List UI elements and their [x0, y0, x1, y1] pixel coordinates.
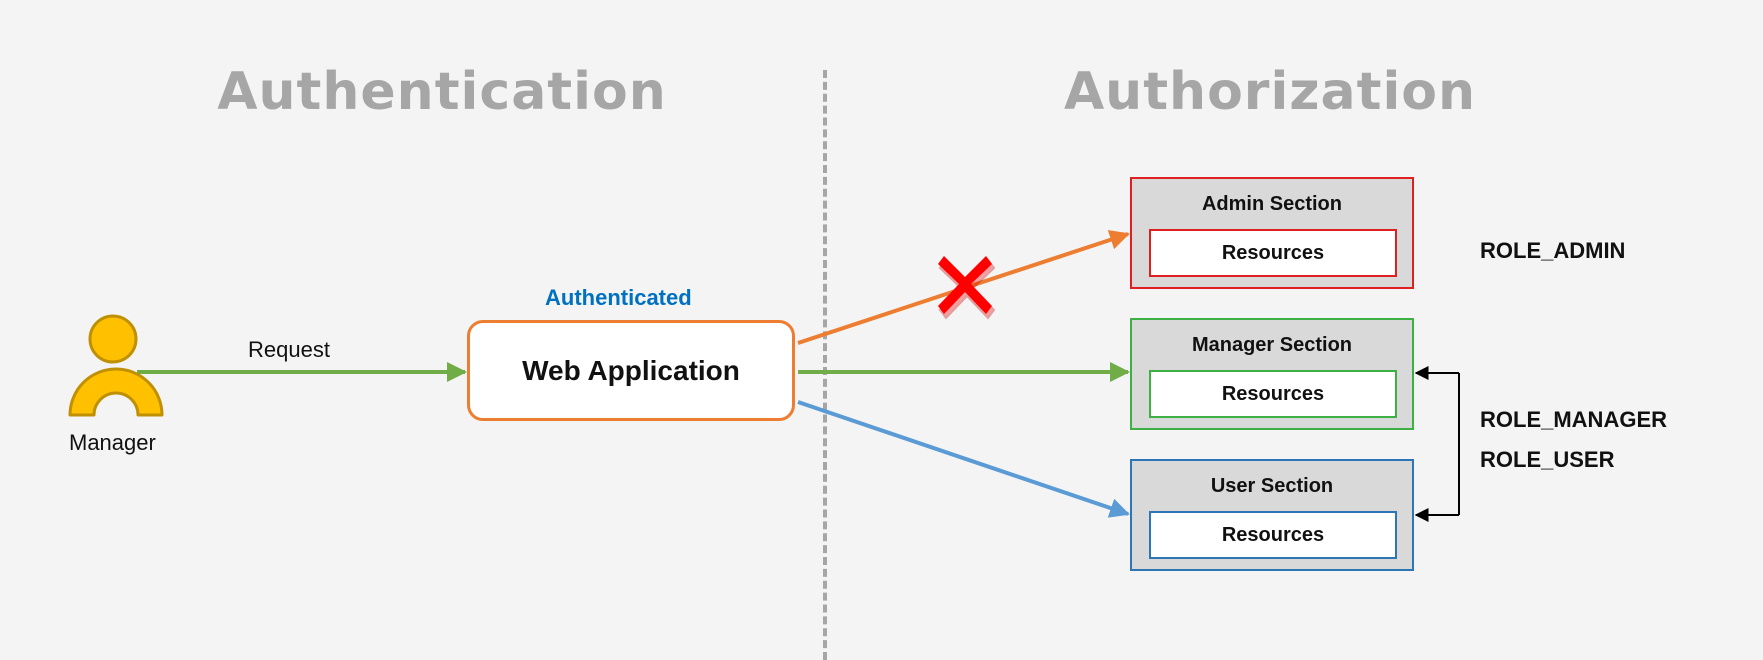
role-manager-label: ROLE_MANAGER	[1480, 407, 1668, 432]
authorization-heading: Authorization	[1063, 62, 1477, 122]
web-application-box: Web Application	[467, 320, 795, 421]
user-resources-box: Resources	[1149, 511, 1397, 559]
manager-resources-box: Resources	[1149, 370, 1397, 418]
section-divider	[823, 70, 827, 660]
manager-section-title: Manager Section	[1191, 334, 1353, 356]
user-section-title: User Section	[1210, 475, 1334, 497]
admin-section-title: Admin Section	[1201, 193, 1342, 215]
x-mark-icon	[938, 256, 996, 320]
web-application-label: Web Application	[522, 354, 740, 386]
user-icon	[68, 314, 164, 417]
actor-label: Manager	[69, 430, 156, 455]
request-label: Request	[248, 337, 330, 362]
authenticated-label: Authenticated	[545, 285, 692, 310]
admin-resources-box: Resources	[1149, 229, 1397, 277]
manager-section: Manager Section Resources	[1130, 318, 1414, 430]
role-user-label: ROLE_USER	[1480, 447, 1615, 472]
user-section: User Section Resources	[1130, 459, 1414, 571]
user-arrow	[797, 400, 1130, 518]
admin-section: Admin Section Resources	[1130, 177, 1414, 289]
role-admin-label: ROLE_ADMIN	[1480, 238, 1626, 263]
authentication-heading: Authentication	[217, 62, 667, 122]
